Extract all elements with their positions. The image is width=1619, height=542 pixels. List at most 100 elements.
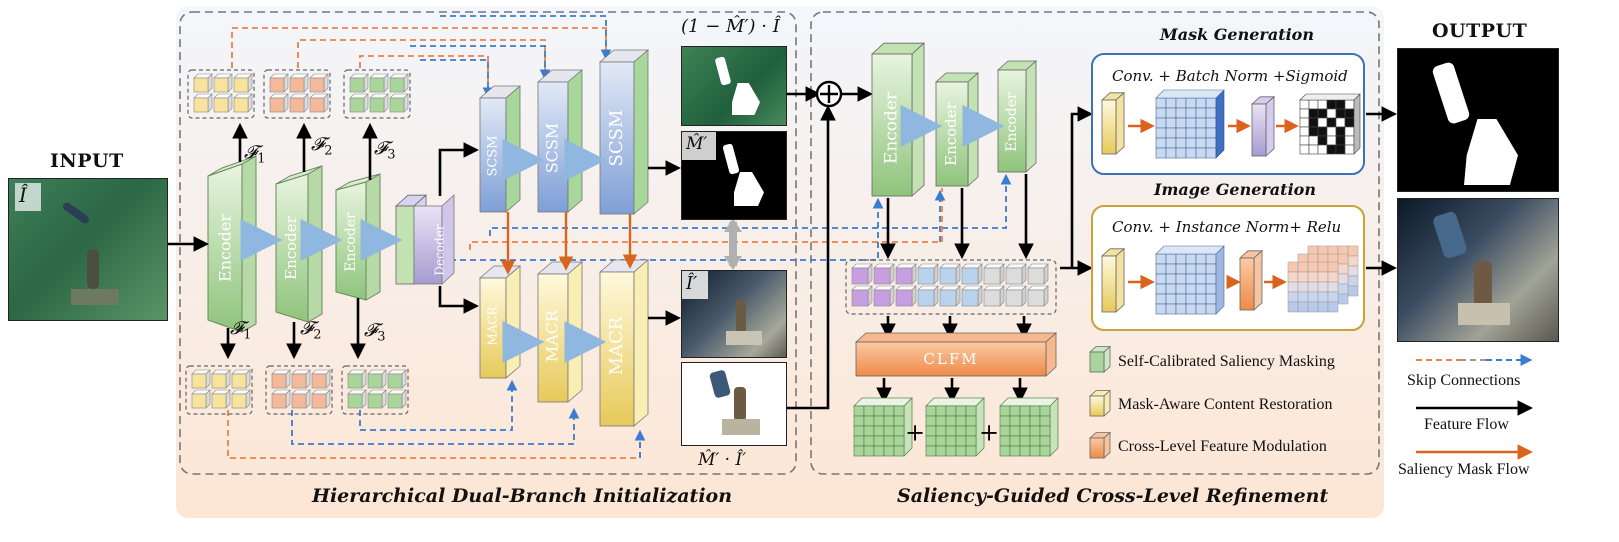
feature-cubes-top-2-cube: [289, 77, 305, 93]
skip-top-blue-2: [410, 45, 551, 81]
mask-gen-cell: [1155, 117, 1167, 129]
skip-right-1: [489, 173, 1012, 236]
mask-gen-bin-cell: [1308, 108, 1319, 119]
cross-level-cube-side: [911, 263, 917, 285]
feature-symbol-top-3: 𝓕3: [374, 138, 396, 163]
img-gen-stack-cell: [1317, 281, 1329, 293]
mask-gen-cell: [1185, 107, 1197, 119]
input-image-tag-box: [15, 183, 41, 211]
img-gen-conv-side: [1115, 247, 1125, 313]
cross-level-cube: [939, 267, 957, 285]
img-gen-cell: [1205, 253, 1217, 265]
feature-cubes-top-1-cube: [213, 77, 229, 93]
grid-block-2-cell: [965, 425, 977, 437]
grid-block-3-cell: [1029, 445, 1041, 457]
grid-block-1-cell: [873, 415, 885, 427]
double-arrow-icon-up: [724, 218, 742, 232]
mask-gen-cell: [1155, 137, 1167, 149]
mask-gen-bin-cell: [1299, 126, 1310, 137]
grid-block-3-cell: [1019, 415, 1031, 427]
mask-gen-cell: [1205, 147, 1217, 159]
mask-gen-cell: [1175, 107, 1187, 119]
grid-block-2-top: [925, 397, 985, 407]
mask-gen-binary: [1299, 93, 1361, 155]
dec-to-macr: [438, 286, 480, 314]
img-gen-cell: [1205, 293, 1217, 305]
img-gen-cell: [1165, 283, 1177, 295]
feature-cubes-bot-2-cube: [311, 393, 327, 409]
macr-2-label: MACR: [543, 309, 562, 362]
img-gen-conv: [1100, 247, 1126, 313]
mask-gen-bin-cell: [1344, 117, 1355, 128]
encoder-1-top: [207, 155, 257, 177]
grid-block-2-cell: [955, 415, 967, 427]
legend-swatch-yellow: [1088, 389, 1112, 417]
img-gen-stack-cell: [1287, 291, 1299, 303]
scsm-1-side: [505, 85, 521, 213]
mask-gen-bin-cell: [1326, 117, 1337, 128]
grid-block-2-cell: [945, 425, 957, 437]
grid-block-3-cell: [1009, 435, 1021, 447]
img-gen-stack-cell: [1337, 283, 1349, 295]
img-gen-stack-cell: [1297, 271, 1309, 283]
mask-gen-bin-cell: [1335, 117, 1346, 128]
grid-block-3-cell: [999, 415, 1011, 427]
mask-gen-bin-cell: [1335, 144, 1346, 155]
cross-level-cube: [895, 267, 913, 285]
grid-block-1-cell: [883, 405, 895, 417]
mask-gen-cell: [1175, 137, 1187, 149]
cross-level-cube-side: [1021, 285, 1027, 307]
cross-level-cube: [851, 289, 869, 307]
mask-gen-bin-cell: [1326, 99, 1337, 110]
img-gen-cell: [1165, 253, 1177, 265]
skip-bot-blue-3: [359, 379, 518, 431]
mask-gen-cell: [1185, 127, 1197, 139]
input-image: Î: [8, 178, 168, 321]
grid-block-2-cell: [925, 415, 937, 427]
macr-3: [598, 259, 650, 427]
img-gen-stack-cell: [1307, 301, 1319, 313]
img-gen-stack-cell: [1287, 301, 1299, 313]
mask-gen-cell: [1165, 127, 1177, 139]
grid-block-1-cell: [893, 405, 905, 417]
img-gen-stack-cell: [1347, 245, 1359, 257]
r-encoder-2-side: [967, 72, 979, 187]
img-gen-stack-cell: [1317, 291, 1329, 303]
grid-block-1-cell: [863, 405, 875, 417]
img-gen-stack-cell: [1347, 275, 1359, 287]
legend-swatch-yellow-front: [1089, 395, 1105, 417]
mask-gen-bin-cell: [1299, 144, 1310, 155]
cross-level-cube: [917, 289, 935, 307]
feature-cubes-bot-3: [341, 365, 409, 415]
legend-module-2-label: Mask-Aware Content Restoration: [1118, 396, 1333, 413]
feature-cubes-top-1-cube: [213, 97, 229, 113]
mask-gen-bin-top: [1299, 93, 1361, 101]
grid-block-1-cell: [873, 425, 885, 437]
grid-block-2-cell: [965, 445, 977, 457]
img-gen-stack-cell: [1297, 301, 1309, 313]
encoder-2-label: Encoder: [282, 215, 300, 280]
mask-gen-grid-side: [1215, 89, 1225, 159]
grid-block-3-cell: [999, 435, 1011, 447]
img-gen-cell: [1195, 303, 1207, 315]
grid-block-1-cell: [883, 425, 895, 437]
img-gen-stack-cell: [1327, 261, 1339, 273]
mask-gen-bin-cell: [1326, 126, 1337, 137]
img-gen-norm: [1238, 249, 1264, 311]
decoder-label: Decoder: [433, 224, 447, 275]
grid-block-2-cell: [935, 405, 947, 417]
mask-gen-cell: [1155, 147, 1167, 159]
img-gen-cell: [1165, 273, 1177, 285]
cross-level-cube: [1005, 267, 1023, 285]
feature-cubes-top-3-cube: [349, 77, 365, 93]
grid-block-1-cell: [883, 415, 895, 427]
legend-module-3-label: Cross-Level Feature Modulation: [1118, 438, 1327, 455]
clfm-block-front: [855, 341, 1047, 377]
mask-gen-bin-cell: [1299, 99, 1310, 110]
mask-gen-bin-cell: [1299, 117, 1310, 128]
img-gen-stack-cell: [1307, 291, 1319, 303]
grid-block-2-cell: [925, 425, 937, 437]
macr-1-label: MACR: [486, 305, 500, 345]
